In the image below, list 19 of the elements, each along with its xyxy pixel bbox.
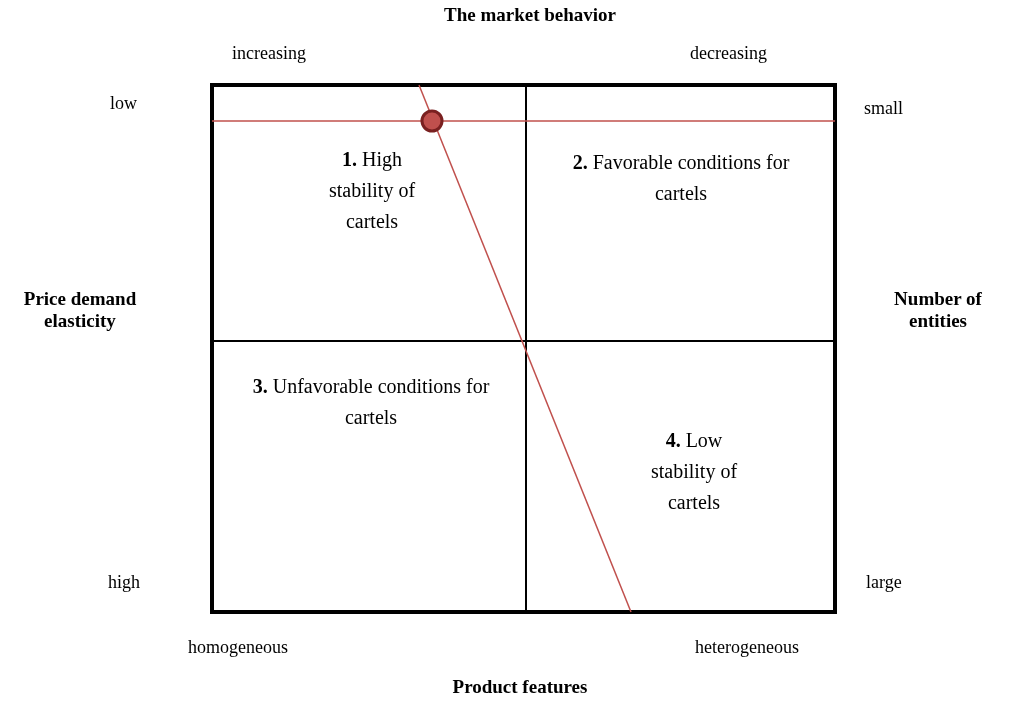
end-label: increasing	[232, 43, 306, 64]
quadrant-cell	[526, 341, 835, 612]
quadrant-text: 3. Unfavorable conditions for cartels	[251, 374, 491, 430]
quadrant-text: 4. Low stability of cartels	[649, 428, 739, 515]
end-label: large	[866, 572, 902, 593]
axis-title: Price demand elasticity	[22, 288, 138, 332]
axis-title: Number of entities	[893, 288, 983, 332]
quadrant-text: 1. High stability of cartels	[327, 147, 417, 234]
end-label: high	[108, 572, 140, 593]
end-label: homogeneous	[188, 637, 288, 658]
quadrant-text: 2. Favorable conditions for cartels	[571, 150, 791, 206]
axis-title: The market behavior	[442, 4, 617, 26]
end-label: decreasing	[690, 43, 767, 64]
quadrant-cell	[212, 341, 526, 612]
end-label: heterogeneous	[695, 637, 799, 658]
axis-title: Product features	[451, 676, 589, 698]
quadrant-cell	[526, 85, 835, 341]
end-label: low	[110, 93, 137, 114]
end-label: small	[864, 98, 903, 119]
